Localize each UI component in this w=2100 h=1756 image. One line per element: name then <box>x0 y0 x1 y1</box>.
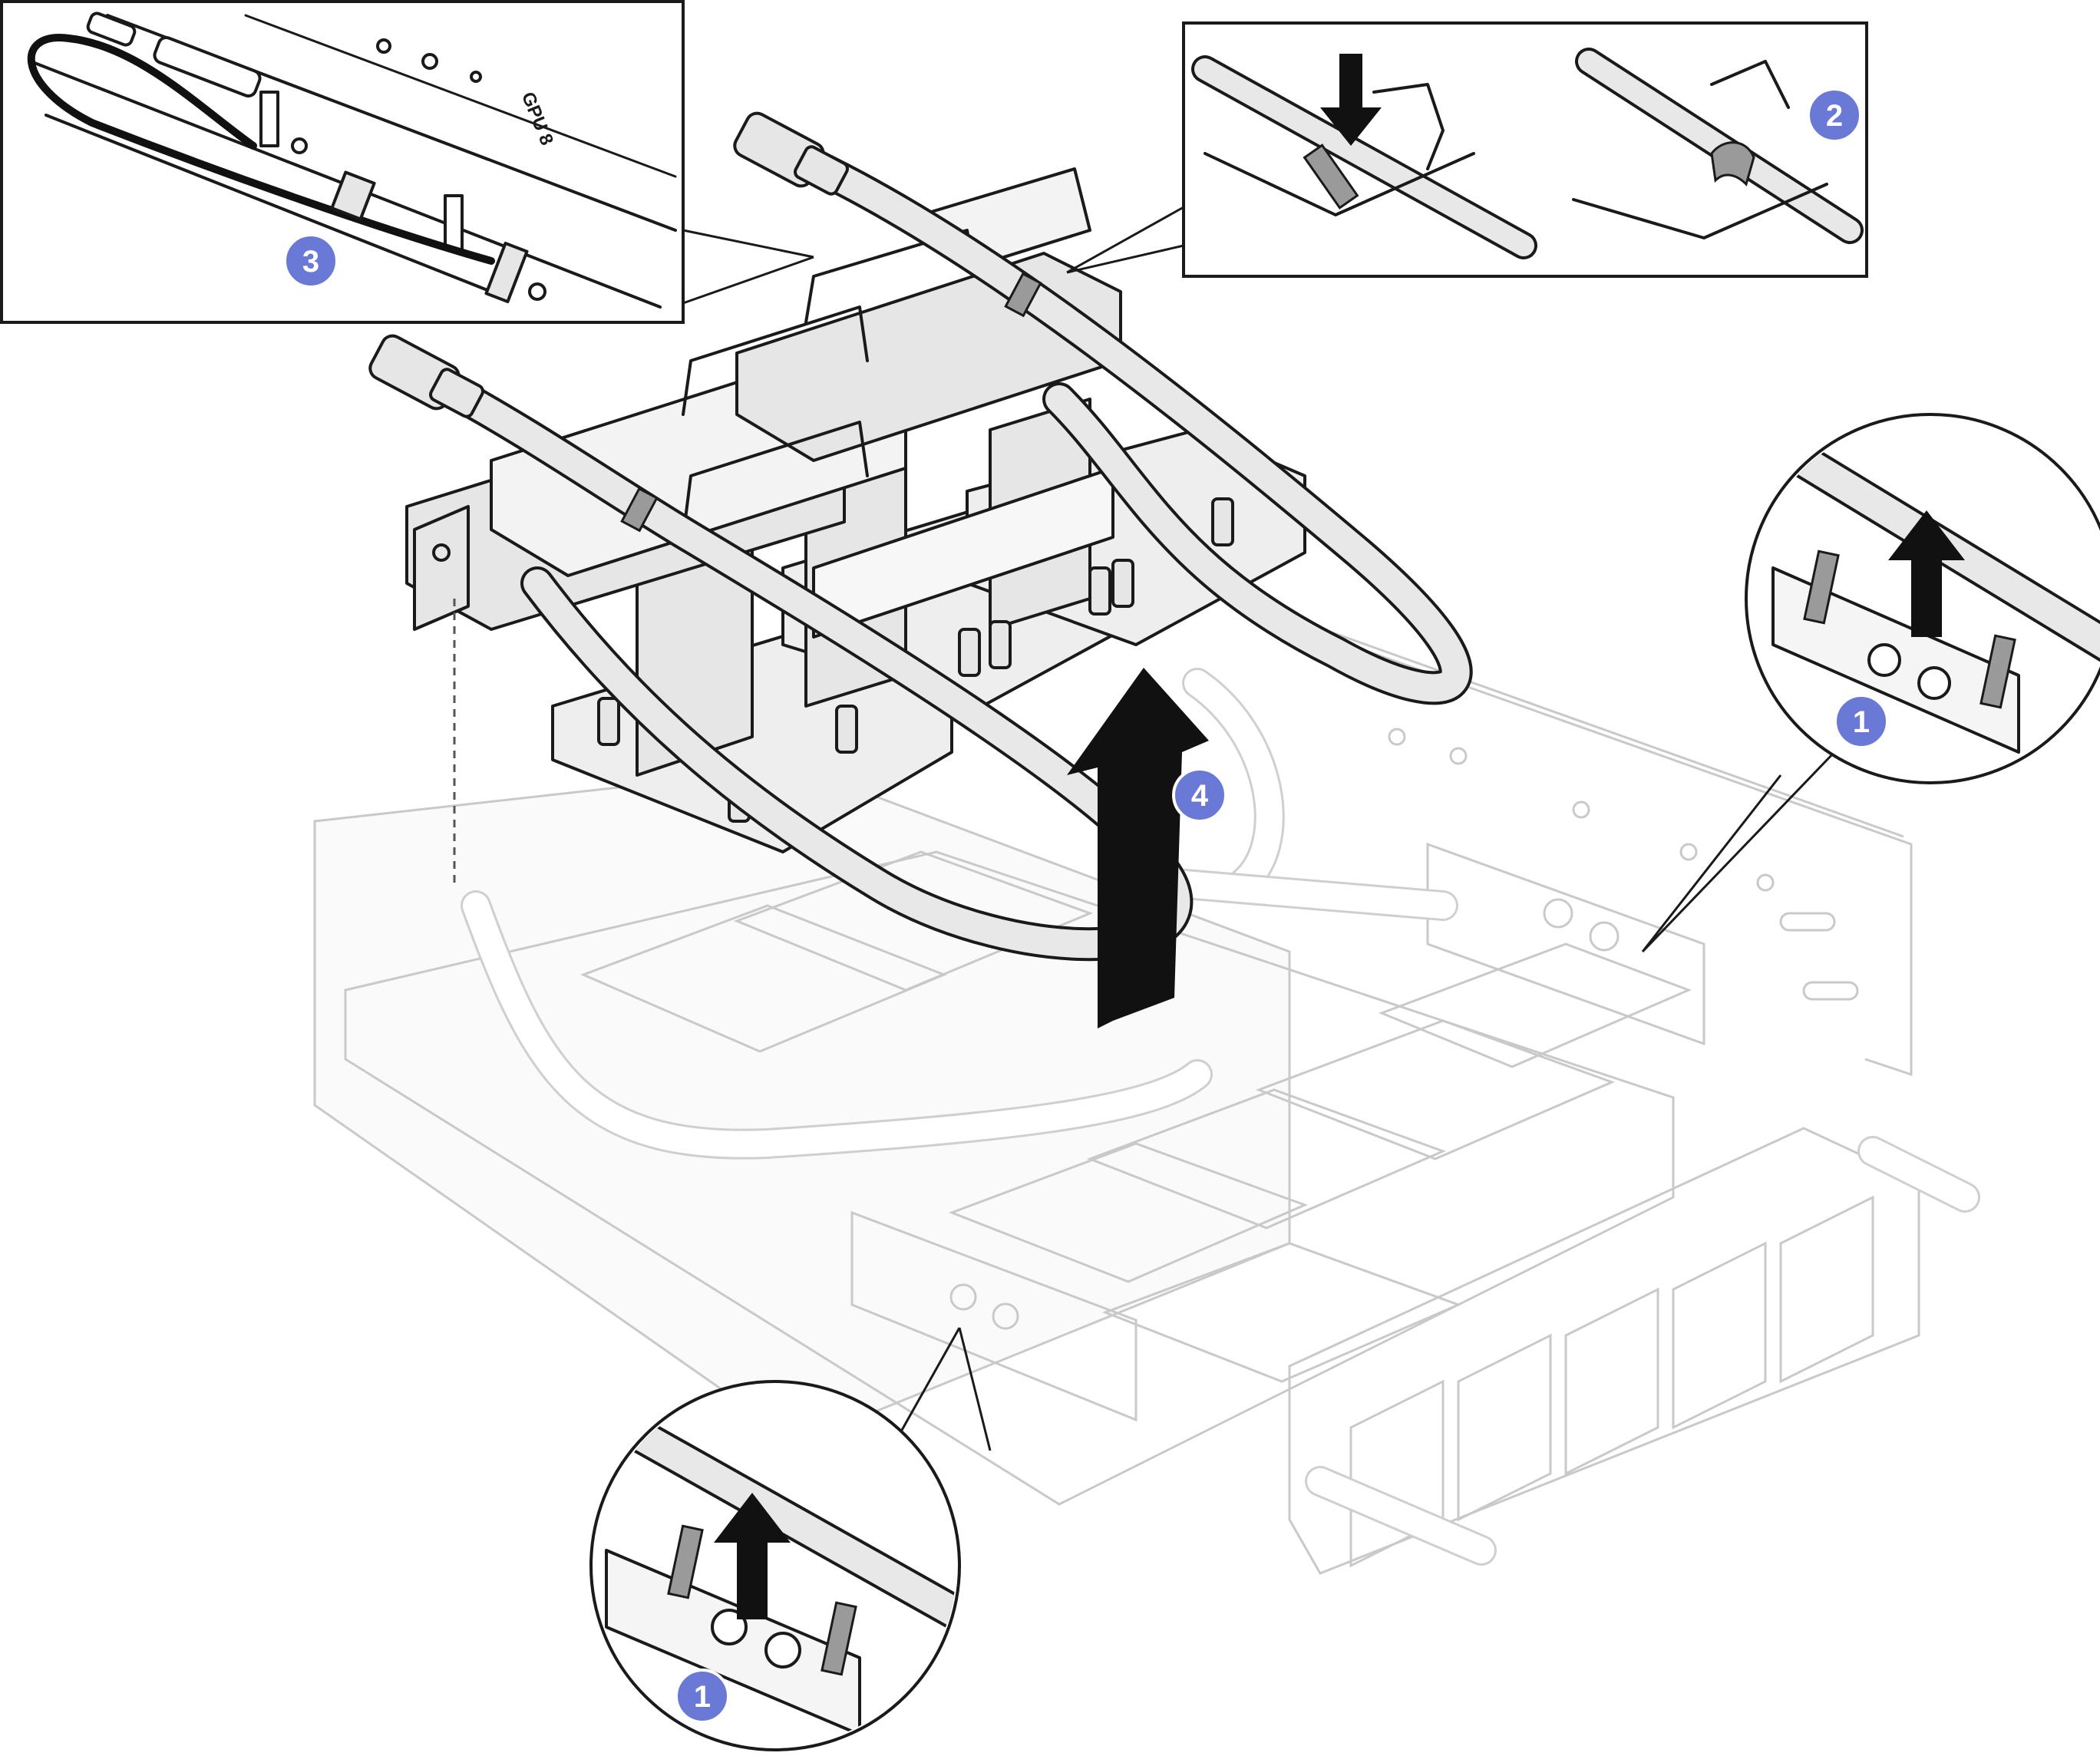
lift-up-arrow-icon <box>1067 668 1209 1028</box>
inset-step-1-bottom <box>589 1327 992 1751</box>
step-badge-1-right: 1 <box>1834 694 1889 749</box>
quick-connect-fitting-left[interactable] <box>366 332 484 419</box>
svg-text:2: 2 <box>1826 99 1843 133</box>
inset-step-2 <box>1066 21 1868 278</box>
step-badge-3: 3 <box>283 233 338 289</box>
step-badge-2: 2 <box>1807 87 1862 143</box>
quick-connect-fitting-top[interactable] <box>731 110 849 196</box>
lift-up-arrow-icon <box>714 1493 791 1619</box>
ghosted-chassis <box>313 589 1980 1575</box>
inset-step-1-right <box>1641 413 2100 953</box>
svg-text:3: 3 <box>302 245 319 279</box>
press-down-arrow-icon <box>1320 54 1382 146</box>
inset-step-3: GPU 8 <box>0 0 814 324</box>
svg-text:4: 4 <box>1191 779 1209 813</box>
hose-clip-sleeve <box>1004 272 1042 318</box>
svg-text:1: 1 <box>1853 705 1870 739</box>
step-badge-1-bottom: 1 <box>675 1669 730 1724</box>
hose-clip-sleeve <box>620 487 659 533</box>
lift-up-arrow-icon <box>1888 510 1965 637</box>
svg-text:1: 1 <box>694 1680 711 1714</box>
step-badge-4: 4 <box>1172 767 1227 823</box>
